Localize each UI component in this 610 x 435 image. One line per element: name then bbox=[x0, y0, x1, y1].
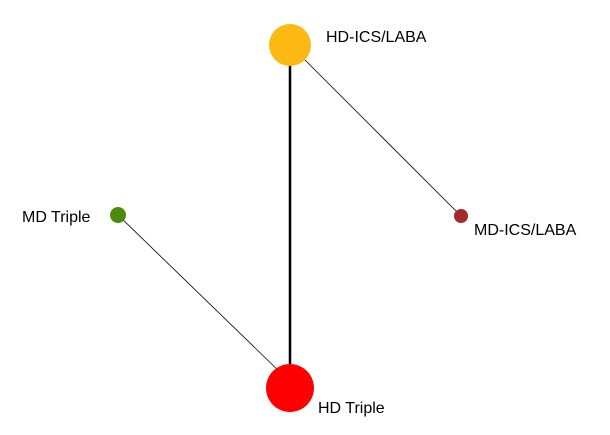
node-label-md-ics-laba: MD-ICS/LABA bbox=[474, 222, 577, 239]
edge-hd-ics-laba-to-md-ics-laba bbox=[302, 57, 462, 217]
node-hd-triple bbox=[266, 364, 314, 412]
node-md-ics-laba bbox=[454, 209, 468, 223]
node-hd-ics-laba bbox=[269, 24, 311, 66]
node-label-md-triple: MD Triple bbox=[22, 209, 91, 226]
node-label-hd-triple: HD Triple bbox=[318, 400, 385, 417]
node-label-hd-ics-laba: HD-ICS/LABA bbox=[326, 29, 427, 46]
edge-md-triple-to-hd-triple bbox=[117, 214, 284, 376]
node-md-triple bbox=[110, 207, 126, 223]
